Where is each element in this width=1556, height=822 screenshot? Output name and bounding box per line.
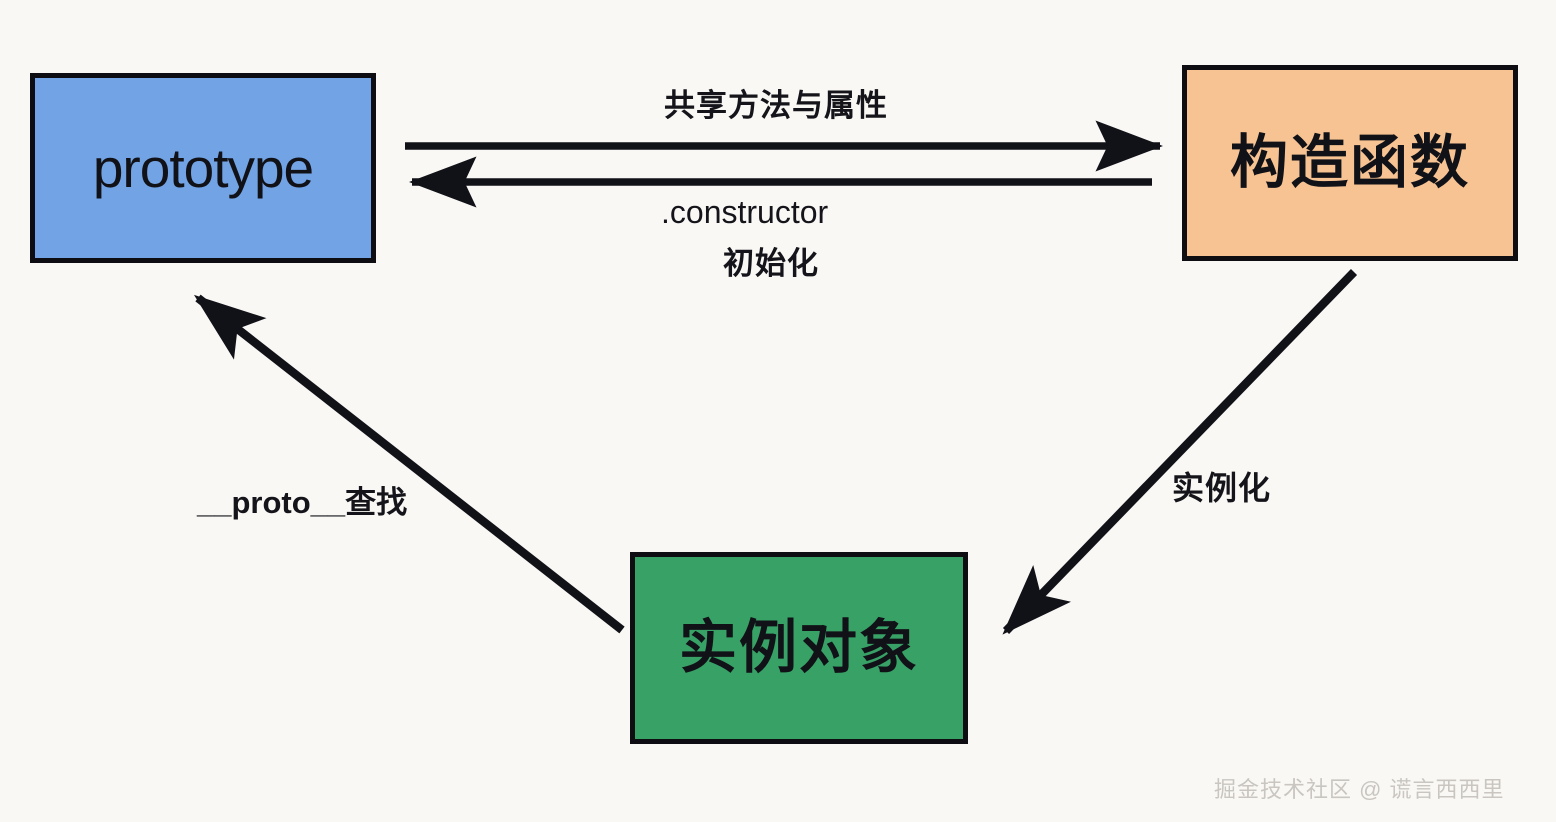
edge-proto-lookup-arrow	[193, 294, 625, 634]
edge-instantiate-arrow	[1002, 269, 1358, 635]
edge-label-constructor: .constructor	[661, 194, 829, 230]
edge-label-proto-lookup: __proto__查找	[197, 485, 408, 520]
edge-label-init: 初始化	[723, 246, 819, 281]
node-instance-object[interactable]: 实例对象	[630, 552, 968, 744]
watermark: 掘金技术社区 @ 谎言西西里	[1214, 777, 1505, 802]
node-prototype-label: prototype	[92, 136, 314, 199]
node-instance-object-label: 实例对象	[678, 615, 919, 680]
edge-label-share: 共享方法与属性	[664, 88, 888, 123]
node-prototype[interactable]: prototype	[30, 73, 376, 263]
node-constructor-function-label: 构造函数	[1229, 130, 1470, 195]
edge-label-instantiate: 实例化	[1172, 470, 1272, 506]
node-constructor-function[interactable]: 构造函数	[1182, 65, 1518, 261]
